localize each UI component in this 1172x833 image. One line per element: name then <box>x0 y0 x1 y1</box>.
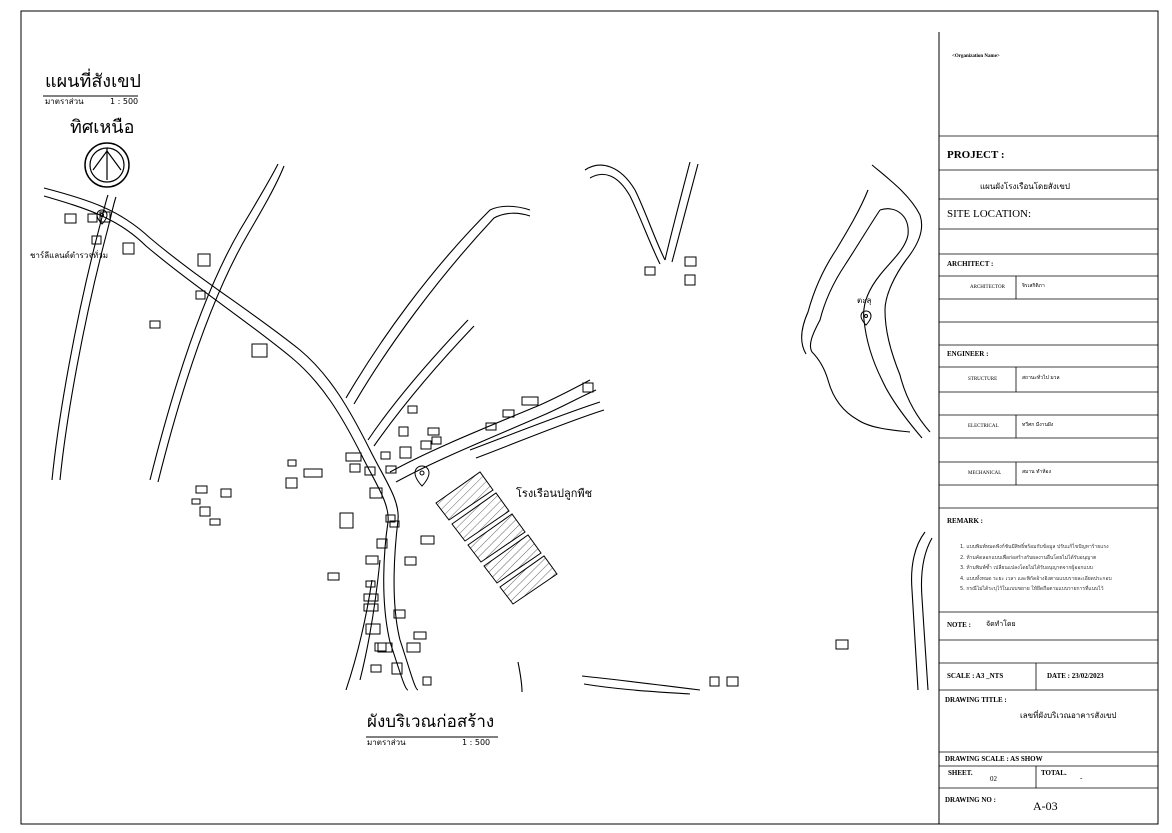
total-label: TOTAL. <box>1041 769 1067 777</box>
site-plan-title: ผังบริเวณก่อสร้าง <box>367 712 495 732</box>
drawing-no-value: A-03 <box>1033 799 1058 813</box>
place-label-right: ตะลุ <box>857 296 872 305</box>
drawing-scale-label: DRAWING SCALE : AS SHOW <box>945 755 1043 763</box>
org-name: <Organization Name> <box>952 54 1000 59</box>
remark-item: 5. กรณีไม่ได้ระบุไว้ในแบบขยาย ให้ยึดถือต… <box>960 586 1104 592</box>
road-network <box>43 161 701 695</box>
location-pin-icon <box>414 465 430 487</box>
engineer-label: ENGINEER : <box>947 350 989 358</box>
architect-label: ARCHITECT : <box>947 260 994 268</box>
greenhouse-label: โรงเรือนปลูกพืช <box>516 487 593 500</box>
site-location-label: SITE LOCATION: <box>947 208 1032 220</box>
architect-role: ARCHITECTOR <box>970 285 1005 290</box>
sheet-label: SHEET. <box>948 769 973 777</box>
drawing-title-label: DRAWING TITLE : <box>945 696 1007 704</box>
map-scale-label: มาตราส่วน <box>45 97 84 106</box>
building-blocks <box>64 211 849 687</box>
electrical-name: ทวีศก มีงานฝัง <box>1022 422 1054 428</box>
greenhouse-buildings <box>435 471 558 605</box>
map-scale-value: 1 : 500 <box>110 97 139 106</box>
total-value: - <box>1080 774 1083 782</box>
electrical-role: ELECTRICAL <box>968 424 999 429</box>
place-label-left: ชาร์ลีแลนด์ตำรวจทั่วม <box>30 251 109 260</box>
architect-name: จิรเสกิติภา <box>1022 283 1045 289</box>
scale-label: SCALE : A3 _NTS <box>947 672 1004 680</box>
north-arrow-icon <box>84 142 130 188</box>
structure-role: STRUCTURE <box>968 377 998 382</box>
drawing-title-value: เลขที่ผังบริเวณอาคารสังเขป <box>1020 711 1117 720</box>
note-label: NOTE : <box>947 621 971 629</box>
remark-item: 1. แบบพิมพ์หมดฟังก์ชันมีสิทธิ์พร้อมกับข้… <box>960 544 1109 550</box>
title-block-grid <box>939 135 1158 789</box>
sheet-value: 02 <box>990 775 997 783</box>
remark-item: 2. ห้ามคัดลอกแบบเพื่อก่อสร้างกับผลงานอื่… <box>960 555 1097 561</box>
remark-item: 3. ห้ามพิมพ์ซ้ำ เปลี่ยนแปลงโดยไม่ได้รับอ… <box>960 565 1093 571</box>
note-value: จัดทำโดย <box>986 620 1016 628</box>
north-label: ทิศเหนือ <box>70 117 135 138</box>
sheet-border <box>20 10 1159 825</box>
remark-item: 4. แบบทั้งหมด ระยะ เวลา และพิกัดอ้างอิงต… <box>960 576 1112 582</box>
project-value: แผนผังโรงเรือนโดยสังเขป <box>980 182 1070 191</box>
date-label: DATE : 23/02/2023 <box>1047 672 1104 680</box>
location-pin-icon <box>96 209 108 225</box>
river-outline <box>801 164 933 691</box>
remark-label: REMARK : <box>947 517 983 525</box>
mechanical-name: สมาน ทำห้อง <box>1022 469 1052 475</box>
location-pin-icon <box>860 310 872 326</box>
project-label: PROJECT : <box>947 149 1005 161</box>
mechanical-role: MECHANICAL <box>968 471 1002 476</box>
drawing-no-label: DRAWING NO : <box>945 796 996 804</box>
site-plan-scale-value: 1 : 500 <box>462 738 491 747</box>
site-plan-scale-label: มาตราส่วน <box>367 738 406 747</box>
location-pin-icons <box>96 209 872 487</box>
map-title: แผนที่สังเขป <box>45 71 141 92</box>
structure-name: สถานะทั่วไป มวล <box>1022 375 1060 381</box>
